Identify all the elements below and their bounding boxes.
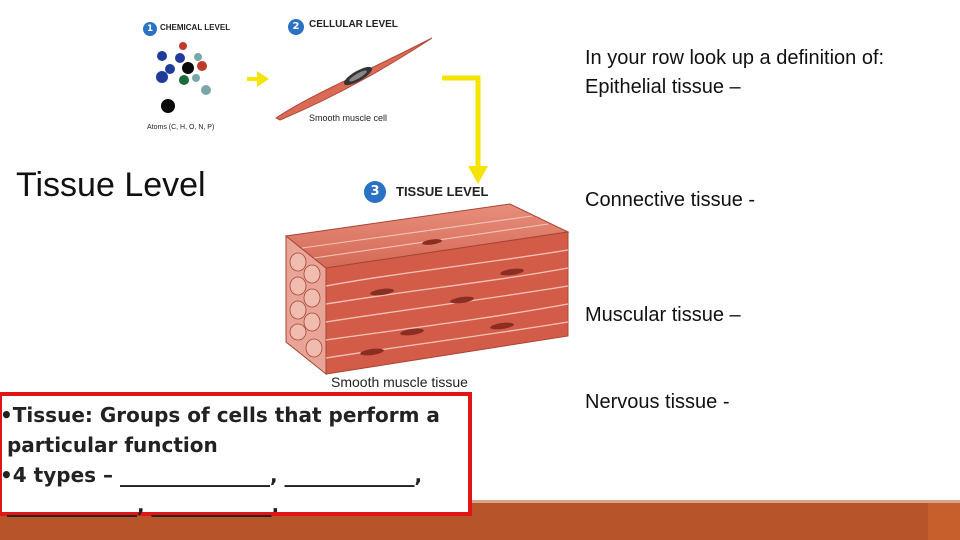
cellular-level-label: CELLULAR LEVEL: [309, 19, 398, 30]
box-line-1: •Tissue: Groups of cells that perform a: [0, 403, 440, 427]
tissue-definition-text: •Tissue: Groups of cells that perform a …: [0, 400, 470, 520]
epithelial-term: Epithelial tissue –: [585, 76, 741, 98]
smooth-muscle-cell-illustration: [275, 37, 433, 121]
footer-strip: [0, 500, 960, 503]
box-line-3: •4 types – _______________, ____________…: [0, 463, 423, 487]
muscular-term: Muscular tissue –: [585, 304, 741, 326]
chemical-level-label: CHEMICAL LEVEL: [160, 23, 231, 32]
chemical-number-badge: 1: [143, 22, 157, 36]
tissue-number-badge: 3: [364, 181, 386, 203]
arrow-down-icon: [442, 75, 488, 184]
slide-title: Tissue Level: [16, 166, 206, 204]
cell-caption: Smooth muscle cell: [309, 113, 388, 123]
prompt-line-1: In your row look up a definition of:: [585, 47, 885, 69]
footer-corner: [928, 503, 960, 540]
box-line-4: _____________, ____________.: [0, 493, 280, 517]
tissue-definition-box: [0, 392, 472, 516]
tissue-level-label: TISSUE LEVEL: [396, 184, 489, 199]
definition-prompt: In your row look up a definition of: Epi…: [585, 44, 884, 102]
smooth-muscle-tissue-illustration: [284, 203, 570, 376]
atoms-caption: Atoms (C, H, O, N, P): [147, 124, 215, 131]
atoms-illustration: [156, 42, 211, 113]
connective-term: Connective tissue -: [585, 189, 756, 211]
box-line-2: particular function: [0, 433, 218, 457]
nervous-term: Nervous tissue -: [585, 391, 730, 413]
tissue-caption: Smooth muscle tissue: [331, 374, 468, 390]
cellular-number-badge: 2: [288, 19, 304, 35]
arrow-right-icon: [247, 71, 269, 87]
